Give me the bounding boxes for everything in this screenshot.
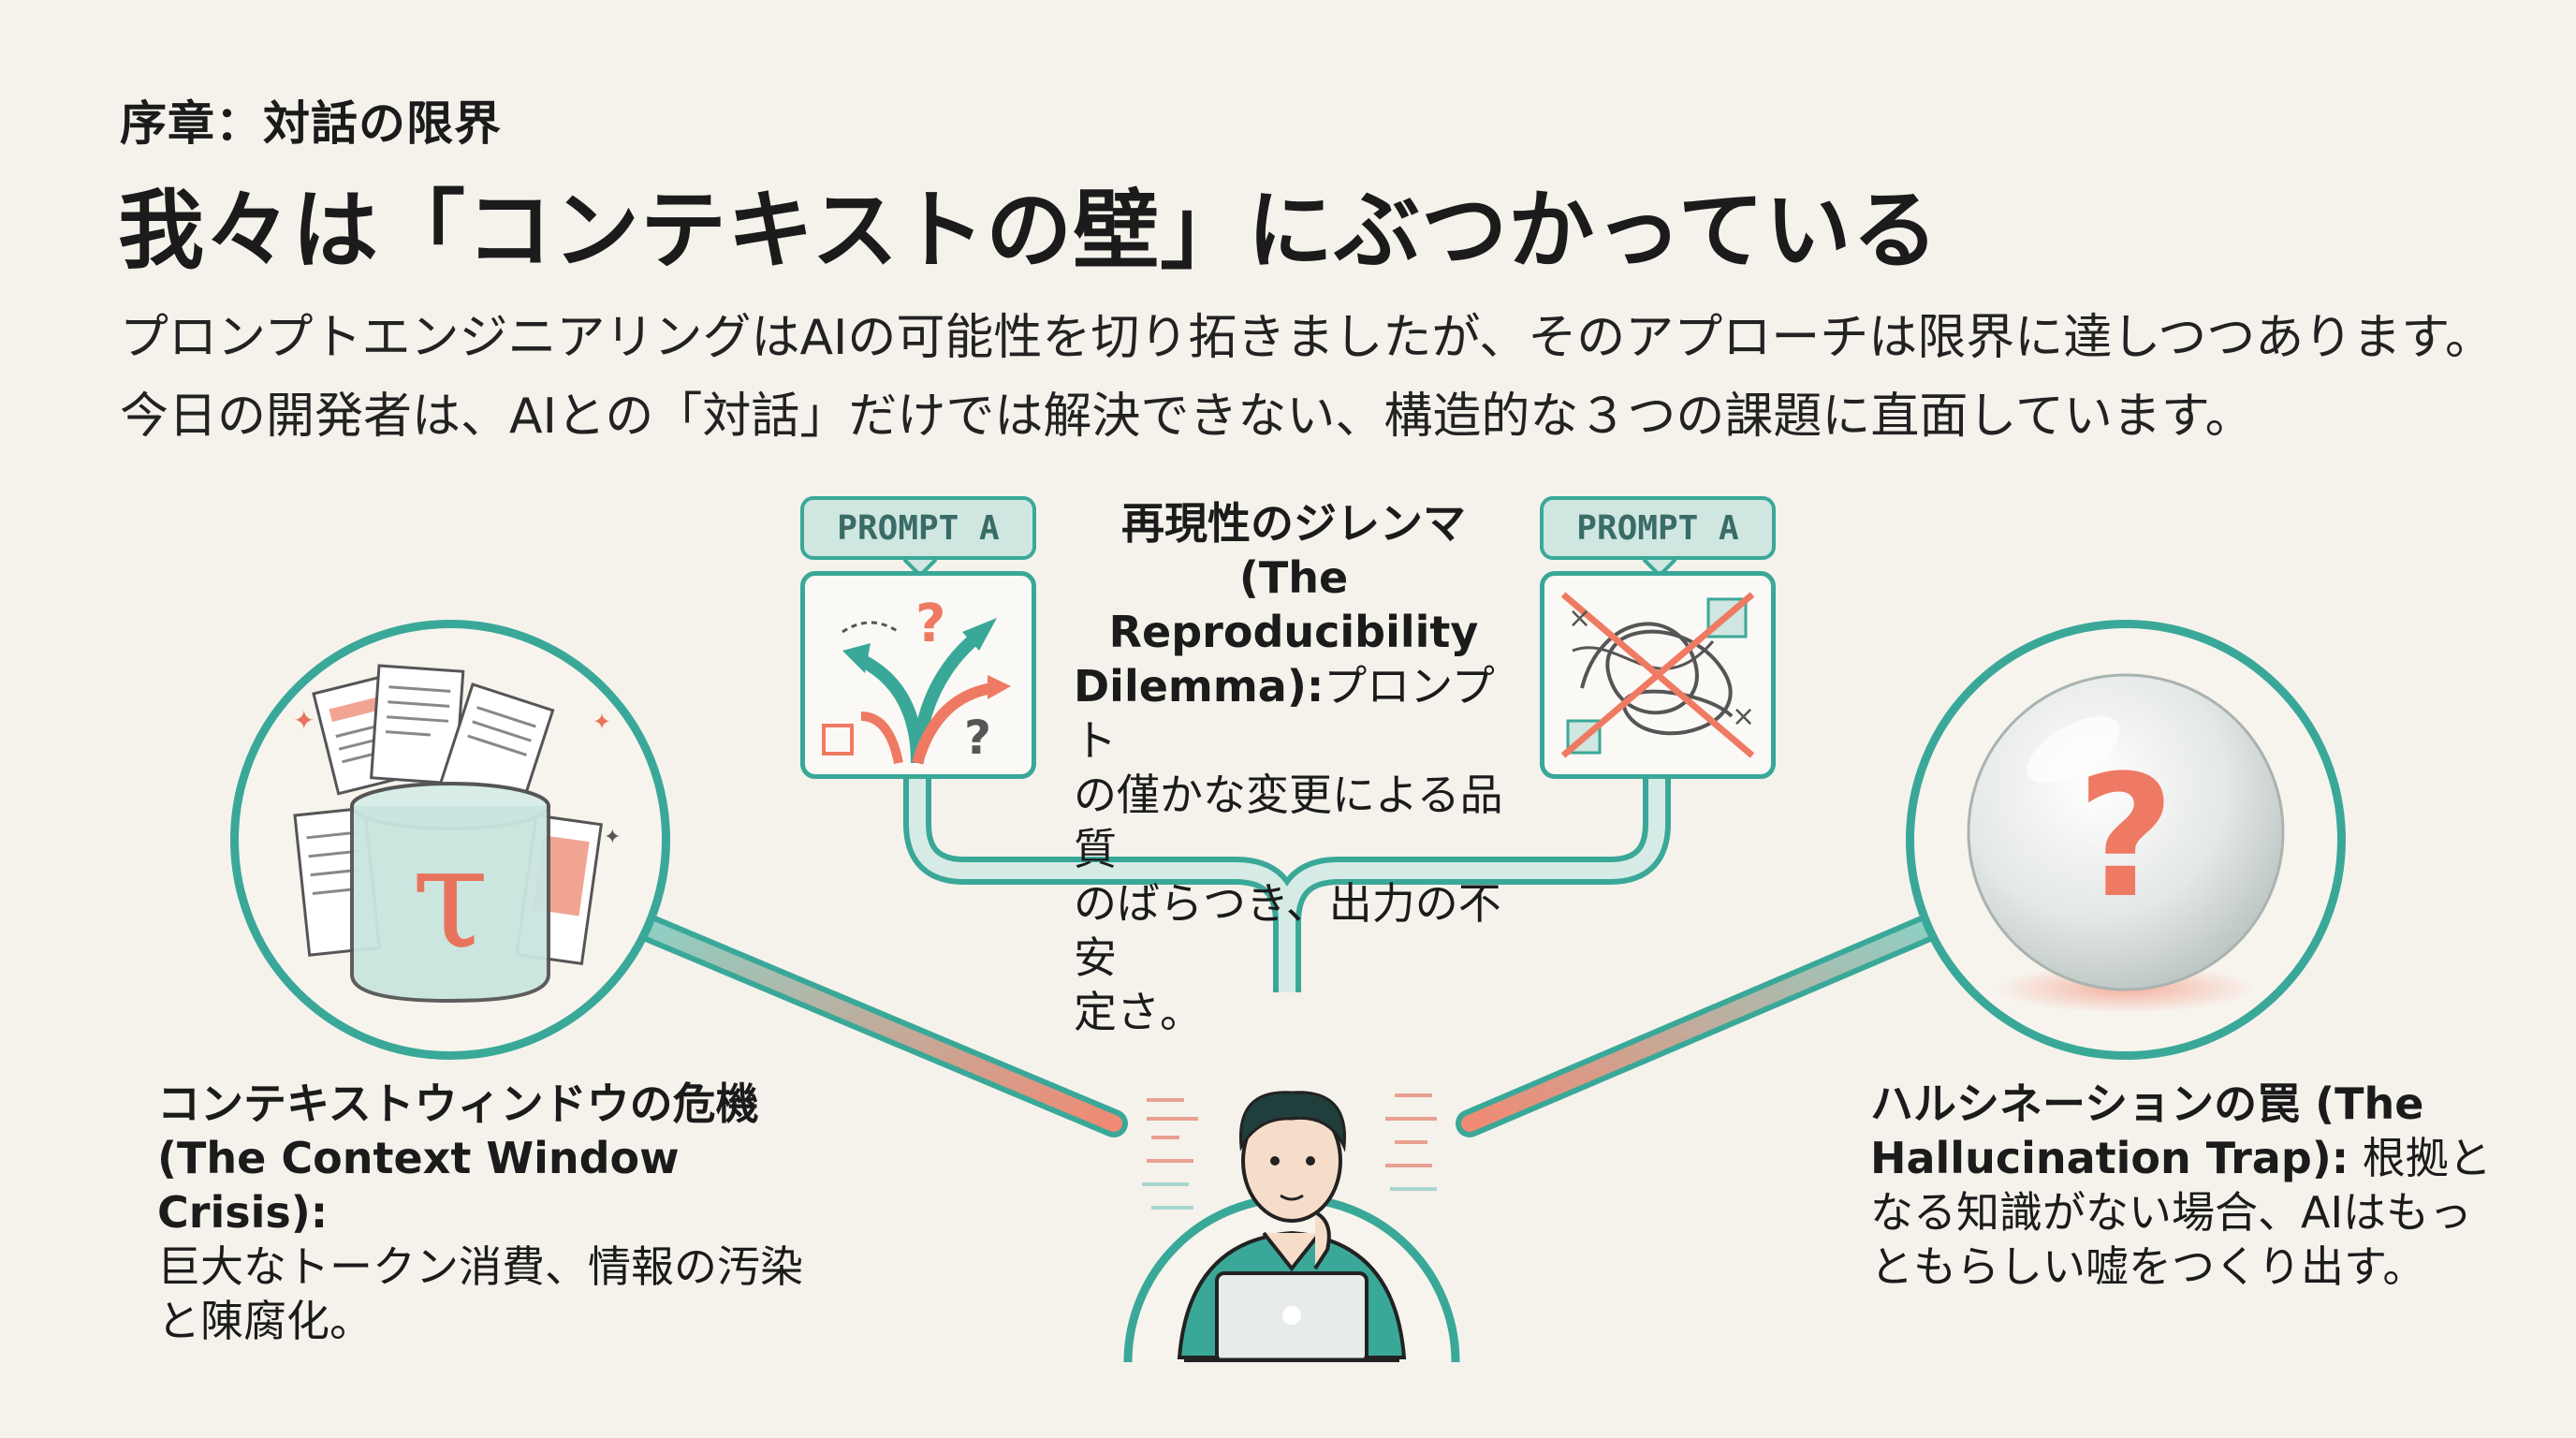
chapter-subtitle: 序章：対話の限界 — [120, 96, 502, 151]
reproducibility-description: 再現性のジレンマ (The Reproducibility Dilemma):プ… — [1074, 496, 1514, 1039]
crystal-ball-icon: ? — [1967, 673, 2285, 1013]
svg-text:✦: ✦ — [293, 705, 315, 736]
context-window-title: コンテキストウィンドウの危機 — [157, 1078, 759, 1129]
diverging-arrows-icon: ? ? — [822, 594, 1011, 765]
lead-text-line-1: プロンプトエンジニアリングはAIの可能性を切り拓きましたが、そのアプローチは限界… — [120, 310, 2494, 366]
diverging-arrows-box: ? ? — [800, 571, 1036, 779]
hallucination-desc-1: 根拠と — [2362, 1133, 2492, 1183]
left-connector — [632, 913, 1128, 1137]
svg-text:?: ? — [915, 594, 945, 654]
context-window-description: コンテキストウィンドウの危機 (The Context Window Crisi… — [157, 1077, 831, 1348]
prompt-tag-right: PROMPT A — [1540, 496, 1776, 560]
svg-text:✦: ✦ — [593, 709, 611, 735]
hallucination-desc-3: ともらしい嘘をつくり出す。 — [1870, 1241, 2426, 1292]
right-connector — [1456, 913, 1944, 1137]
code-lines-decoration — [1147, 1093, 1437, 1167]
hallucination-description: ハルシネーションの罠 (The Hallucination Trap): 根拠と… — [1870, 1077, 2525, 1294]
svg-text:?: ? — [964, 711, 991, 765]
question-mark-icon: ? — [2077, 740, 2174, 935]
reproducibility-title-en: (The Reproducibility — [1108, 552, 1479, 657]
reproducibility-title: 再現性のジレンマ — [1121, 498, 1466, 549]
reproducibility-desc-4: 定さ。 — [1074, 987, 1203, 1037]
context-window-desc-2: と陳腐化。 — [157, 1296, 373, 1346]
context-window-desc-1: 巨大なトークン消費、情報の汚染 — [157, 1241, 803, 1292]
token-tau-icon: τ — [412, 817, 490, 980]
developer-figure — [1105, 988, 1479, 1364]
reproducibility-desc-2: の僅かな変更による品質 — [1074, 770, 1503, 874]
page-title: 我々は「コンテキストの壁」にぶつかっている — [118, 181, 1939, 281]
jar-icon — [350, 782, 550, 1004]
hallucination-title-en: Hallucination Trap): — [1870, 1133, 2349, 1183]
svg-text:×: × — [1568, 602, 1591, 635]
context-window-circle: τ ✦ ✦ ✦ — [230, 620, 670, 1060]
tangled-output-box: × × — [1540, 571, 1776, 779]
svg-text:×: × — [1732, 700, 1755, 733]
tangled-scribble-icon: × × — [1560, 592, 1755, 758]
hallucination-desc-2: なる知識がない場合、AIはもっ — [1870, 1187, 2473, 1238]
hallucination-circle: ? — [1906, 620, 2346, 1060]
reproducibility-desc-3: のばらつき、出力の不安 — [1074, 878, 1501, 983]
context-window-title-en: (The Context Window Crisis): — [157, 1133, 680, 1238]
reproducibility-desc-1: プロンプト — [1074, 661, 1495, 766]
document-jar-icon: τ ✦ ✦ ✦ — [293, 664, 621, 1004]
top-connector — [903, 779, 1671, 992]
svg-text:✦: ✦ — [604, 826, 621, 849]
reproducibility-title-en-2: Dilemma): — [1074, 661, 1325, 712]
hallucination-title: ハルシネーションの罠 (The — [1870, 1078, 2424, 1129]
developer-thinking-icon — [1123, 1091, 1460, 1364]
prompt-tag-left: PROMPT A — [800, 496, 1036, 560]
lead-text-line-2: 今日の開発者は、AIとの「対話」だけでは解決できない、構造的な３つの課題に直面し… — [120, 389, 2254, 445]
